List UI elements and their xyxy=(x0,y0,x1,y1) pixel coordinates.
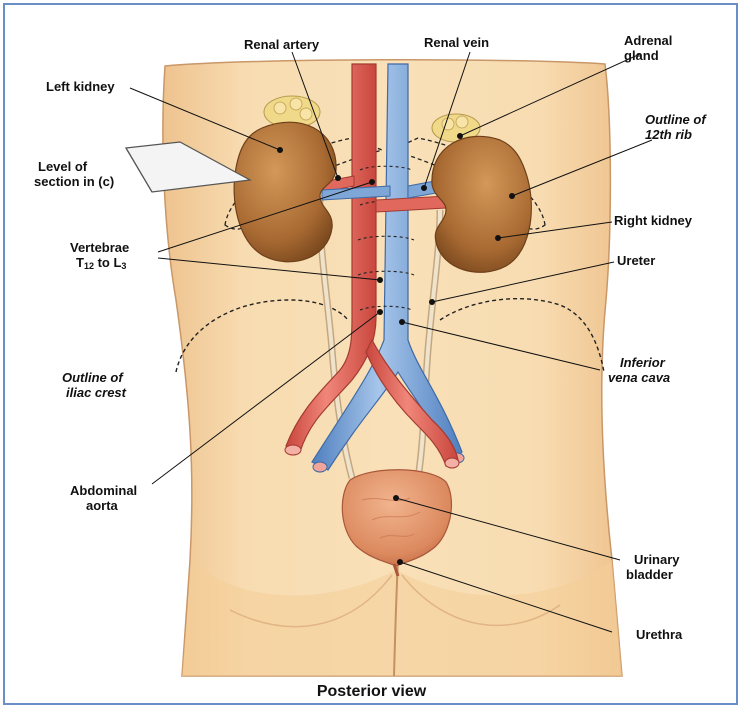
label-ureter: Ureter xyxy=(617,253,655,268)
label-right-kidney: Right kidney xyxy=(614,213,692,228)
figure-caption: Posterior view xyxy=(0,683,743,701)
label-vertebrae: Vertebrae T12 to L3 xyxy=(70,240,129,270)
left-kidney xyxy=(234,122,336,262)
label-urethra: Urethra xyxy=(636,627,682,642)
right-kidney xyxy=(432,136,531,272)
label-left-kidney: Left kidney xyxy=(46,79,115,94)
label-renal-vein: Renal vein xyxy=(424,35,489,50)
label-renal-artery: Renal artery xyxy=(244,37,319,52)
